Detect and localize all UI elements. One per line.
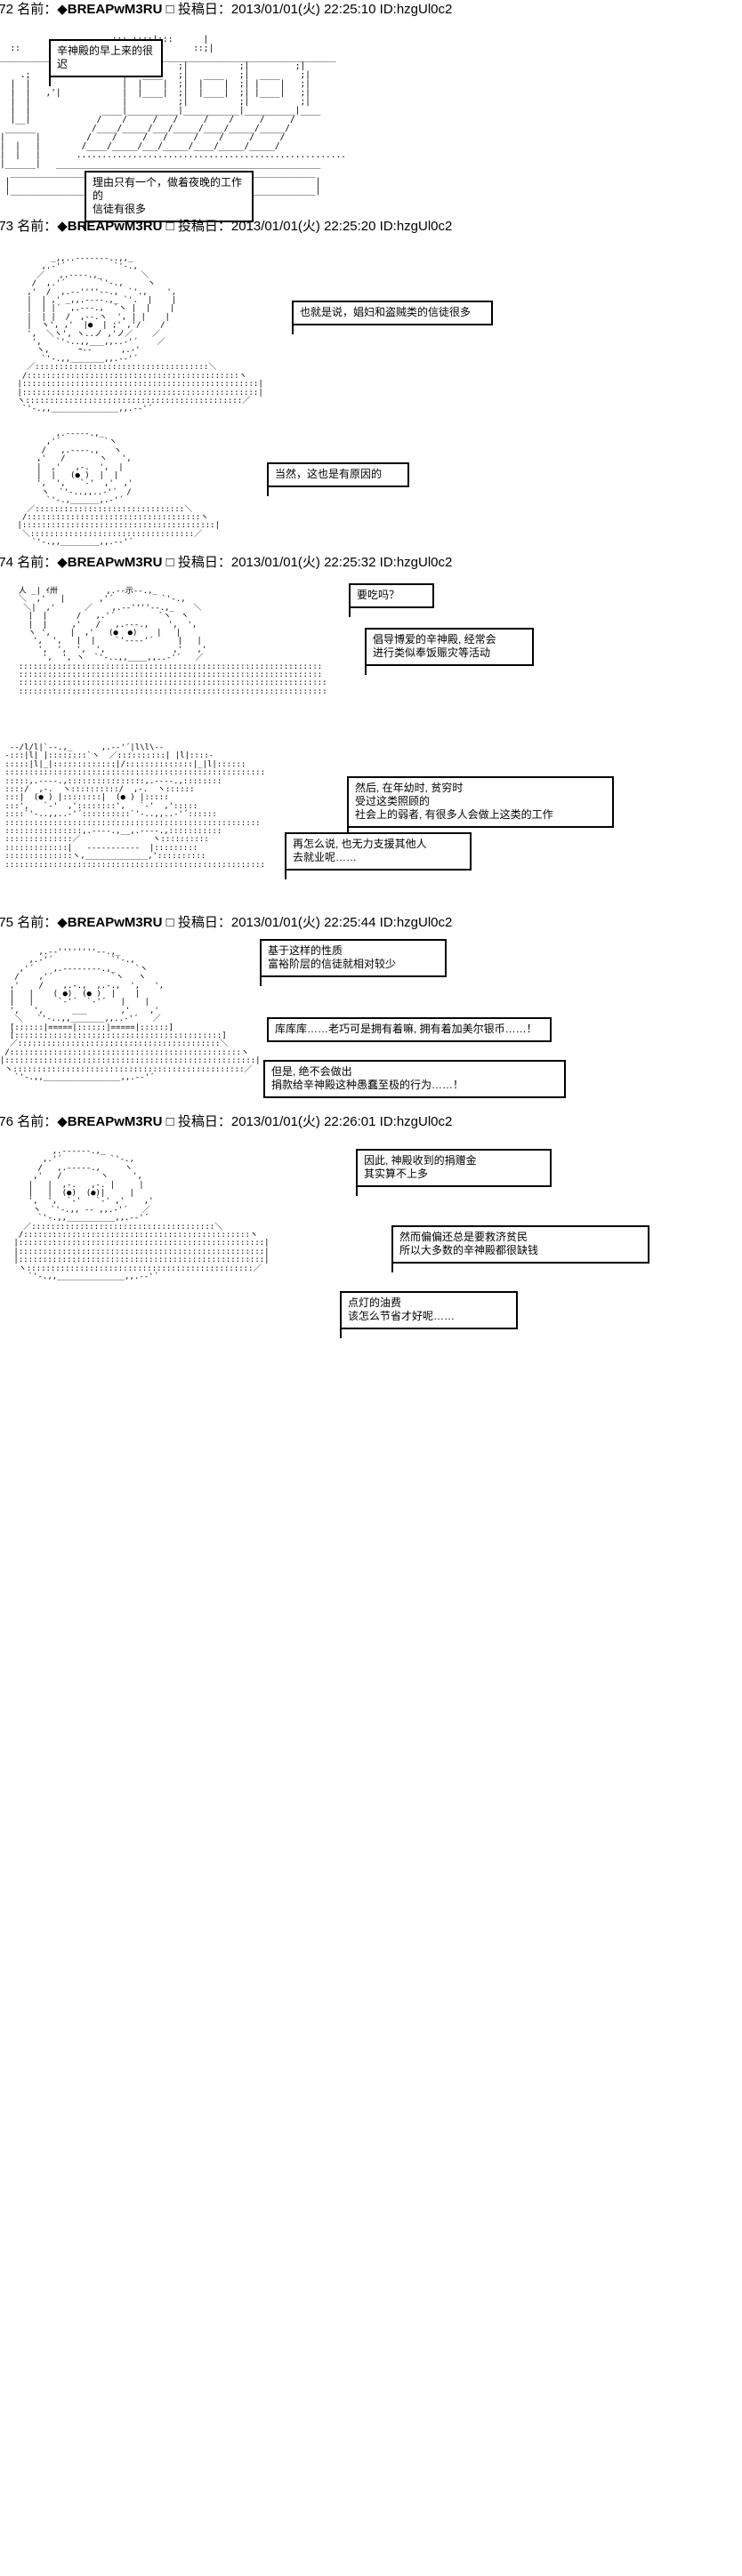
speech-balloon: 辛神殿的早上来的很迟 bbox=[49, 39, 163, 86]
aa-art-block-4: 人 _| ｲ卅 ,.-‐示‐-.,_ ＼ ,' | ,'´ `'‐., ＼| ,… bbox=[18, 587, 327, 696]
speech-balloon: 倡导博爱的辛神殿, 经常会 进行类似奉饭赈灾等活动 bbox=[365, 628, 534, 675]
speech-balloon: 但是, 绝不会做出 捐款给辛神殿这种愚蠢至极的行为……！ bbox=[263, 1060, 566, 1098]
post-name-label: 名前： bbox=[17, 915, 58, 930]
speech-balloon: 基于这样的性质 富裕阶层的信徒就相对较少 bbox=[260, 939, 447, 986]
aa-art-block-5: -‐/l/l|`‐-.,_ ,.-‐'´|l\l\‐- -:::|l| |:::… bbox=[4, 743, 266, 870]
post-tripcode[interactable]: ◆BREAPwM3RU bbox=[57, 219, 163, 234]
post-date-label: 投稿日： bbox=[177, 2, 231, 17]
post-tripcode[interactable]: ◆BREAPwM3RU bbox=[57, 2, 163, 17]
post-id: ID:hzgUl0c2 bbox=[379, 2, 453, 17]
post-header-176: 176 名前：◆BREAPwM3RU □ 投稿日：2013/01/01(火) 2… bbox=[0, 1114, 452, 1130]
speech-balloon: 然后, 在年幼时, 贫穷时 受过这类照顾的 社会上的弱者, 有很多人会做上这类的… bbox=[347, 776, 614, 837]
post-header-173: 173 名前：◆BREAPwM3RU □ 投稿日：2013/01/01(火) 2… bbox=[0, 219, 452, 235]
post-name-label: 名前： bbox=[17, 555, 58, 570]
speech-balloon: 因此, 神殿收到的捐赠金 其实算不上多 bbox=[356, 1149, 552, 1196]
speech-balloon: 理由只有一个，做着夜晚的工作的 信徒有很多 bbox=[85, 171, 254, 231]
post-id: ID:hzgUl0c2 bbox=[379, 1114, 453, 1129]
post-number: 174 bbox=[0, 555, 14, 570]
post-date-label: 投稿日： bbox=[177, 555, 231, 570]
aa-art-block-3: ,.-‐‐‐-.,_ ,'´ `ヽ / ,.-‐‐-., ヽ ,' / ヽ ',… bbox=[17, 429, 220, 548]
post-header-174: 174 名前：◆BREAPwM3RU □ 投稿日：2013/01/01(火) 2… bbox=[0, 555, 452, 571]
post-id: ID:hzgUl0c2 bbox=[379, 219, 453, 234]
post-id: ID:hzgUl0c2 bbox=[379, 555, 453, 570]
post-header-172: 172 名前：◆BREAPwM3RU □ 投稿日：2013/01/01(火) 2… bbox=[0, 2, 452, 18]
post-header-175: 175 名前：◆BREAPwM3RU □ 投稿日：2013/01/01(火) 2… bbox=[0, 915, 452, 931]
speech-balloon: 库库库……老巧可是拥有着嘛, 拥有着加美尔银币……！ bbox=[267, 1017, 552, 1042]
aa-art-block-6: ,.-‐''''''''‐-.,_ ,.‐'´ `'‐., ,'´ ,.-‐‐-… bbox=[0, 948, 261, 1083]
aa-art-block-7: ,.-‐‐‐‐-.,_ ,.'´ `'‐., / ,.-‐‐‐-., ヽ ,' … bbox=[13, 1147, 270, 1282]
post-date-label: 投稿日： bbox=[177, 1114, 231, 1129]
post-date: 2013/01/01(火) 22:25:10 bbox=[230, 2, 376, 17]
post-date: 2013/01/01(火) 22:25:32 bbox=[230, 555, 376, 570]
post-date: 2013/01/01(火) 22:25:44 bbox=[230, 915, 376, 930]
post-date-label: 投稿日： bbox=[177, 219, 231, 234]
post-tripcode[interactable]: ◆BREAPwM3RU bbox=[57, 555, 163, 570]
post-mail-mark: □ bbox=[165, 555, 174, 570]
speech-balloon: 再怎么说, 也无力支援其他人 去就业呢…… bbox=[285, 832, 472, 879]
speech-balloon: 当然，这也是有原因的 bbox=[267, 462, 409, 496]
speech-balloon: 点灯的油费 该怎么节省才好呢…… bbox=[340, 1291, 518, 1338]
post-date: 2013/01/01(火) 22:26:01 bbox=[230, 1114, 376, 1129]
post-id: ID:hzgUl0c2 bbox=[379, 915, 453, 930]
post-number: 172 bbox=[0, 2, 14, 17]
post-date-label: 投稿日： bbox=[177, 915, 231, 930]
speech-balloon: 然而偏偏还总是要救济贫民 所以大多数的辛神殿都很缺钱 bbox=[391, 1225, 649, 1272]
post-tripcode[interactable]: ◆BREAPwM3RU bbox=[57, 1114, 163, 1129]
speech-balloon: 也就是说，娼妇和盗贼类的信徒很多 bbox=[292, 301, 493, 334]
speech-balloon: 要吃吗？ bbox=[349, 583, 434, 617]
post-name-label: 名前： bbox=[17, 219, 58, 234]
post-tripcode[interactable]: ◆BREAPwM3RU bbox=[57, 915, 163, 930]
post-number: 175 bbox=[0, 915, 14, 930]
post-name-label: 名前： bbox=[17, 2, 58, 17]
post-mail-mark: □ bbox=[165, 219, 174, 234]
aa-art-block-2: _,,..--‐‐‐--..,,_ ,.‐'´ `'‐., ／ ,.-‐‐-.,… bbox=[17, 254, 263, 414]
post-date: 2013/01/01(火) 22:25:20 bbox=[230, 219, 376, 234]
post-mail-mark: □ bbox=[165, 915, 174, 930]
post-number: 176 bbox=[0, 1114, 14, 1129]
post-name-label: 名前： bbox=[17, 1114, 58, 1129]
post-mail-mark: □ bbox=[165, 1114, 174, 1129]
post-number: 173 bbox=[0, 219, 14, 234]
post-mail-mark: □ bbox=[165, 2, 174, 17]
